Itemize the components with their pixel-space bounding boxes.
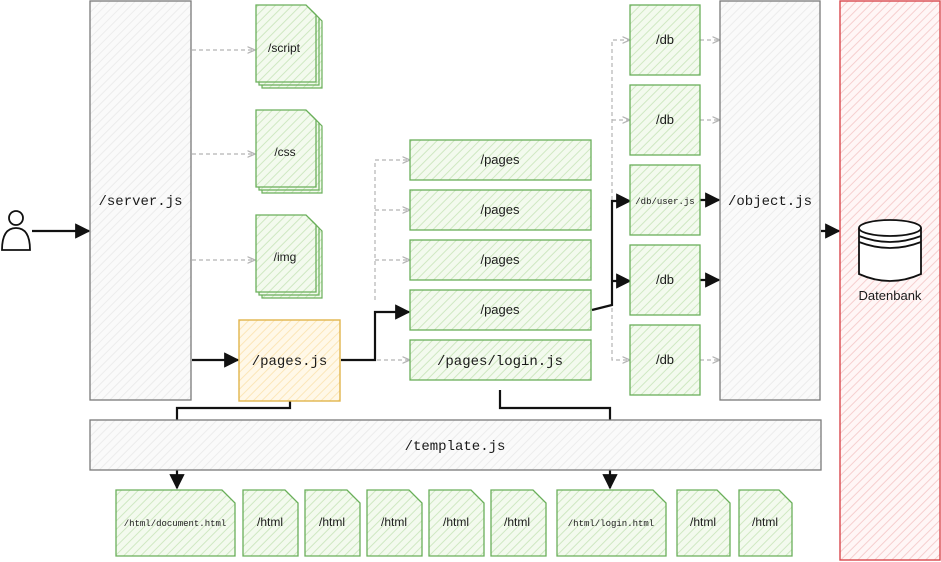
file-img: /img bbox=[255, 214, 323, 299]
file-css-label: /css bbox=[274, 145, 295, 159]
arrow-page4-dbuser bbox=[591, 193, 632, 312]
html-doc-4: /html bbox=[366, 489, 423, 557]
pages-js-block: /pages.js bbox=[238, 319, 341, 402]
object-block: /object.js bbox=[719, 0, 821, 401]
page-box-4: /pages bbox=[409, 289, 592, 331]
database-icon bbox=[858, 219, 922, 282]
html-doc-8: /html bbox=[676, 489, 731, 557]
file-script-label: /script bbox=[268, 41, 301, 55]
arrow-page-db5 bbox=[611, 280, 630, 360]
db-label-5: /db bbox=[656, 352, 674, 367]
html-doc-9: /html bbox=[738, 489, 793, 557]
page-box-2: /pages bbox=[409, 189, 592, 231]
arrow-pagesjs-page1 bbox=[374, 160, 410, 300]
light-connectors bbox=[192, 40, 720, 360]
file-css: /css bbox=[255, 109, 323, 194]
db-label-2: /db bbox=[656, 112, 674, 127]
page-box-1: /pages bbox=[409, 139, 592, 181]
db-label-user: /db/user.js bbox=[635, 197, 694, 207]
pages-js-label: /pages.js bbox=[252, 354, 328, 370]
page-label-login: /pages/login.js bbox=[437, 354, 563, 370]
html-label-6: /html bbox=[504, 515, 530, 529]
db-label-1: /db bbox=[656, 32, 674, 47]
page-label-2: /pages bbox=[480, 202, 520, 217]
arrow-pagesjs-login bbox=[374, 320, 410, 360]
db-box-5: /db bbox=[629, 324, 701, 396]
arrow-pagesjs-page4 bbox=[341, 304, 411, 362]
server-label: /server.js bbox=[98, 194, 182, 210]
database-label: Datenbank bbox=[859, 288, 922, 303]
page-box-3: /pages bbox=[409, 239, 592, 281]
object-label: /object.js bbox=[728, 194, 812, 210]
server-block: /server.js bbox=[89, 0, 192, 401]
html-label-document: /html/document.html bbox=[124, 519, 227, 529]
html-doc-5: /html bbox=[428, 489, 485, 557]
html-label-8: /html bbox=[690, 515, 716, 529]
page-label-4: /pages bbox=[480, 302, 520, 317]
file-script: /script bbox=[255, 4, 323, 89]
db-box-user: /db/user.js bbox=[629, 164, 701, 236]
html-label-3: /html bbox=[319, 515, 345, 529]
user-icon bbox=[1, 210, 31, 251]
template-block: /template.js bbox=[89, 419, 822, 471]
database-block: Datenbank bbox=[839, 0, 941, 561]
html-label-2: /html bbox=[257, 515, 283, 529]
html-doc-2: /html bbox=[242, 489, 299, 557]
html-label-5: /html bbox=[443, 515, 469, 529]
page-label-1: /pages bbox=[480, 152, 520, 167]
html-doc-3: /html bbox=[304, 489, 361, 557]
html-label-login: /html/login.html bbox=[568, 519, 654, 529]
html-label-9: /html bbox=[752, 515, 778, 529]
template-label: /template.js bbox=[405, 439, 506, 455]
db-box-2: /db bbox=[629, 84, 701, 156]
page-label-3: /pages bbox=[480, 252, 520, 267]
db-box-1: /db bbox=[629, 4, 701, 76]
db-label-4: /db bbox=[656, 272, 674, 287]
html-doc-login: /html/login.html bbox=[556, 489, 667, 557]
html-label-4: /html bbox=[381, 515, 407, 529]
html-doc-document: /html/document.html bbox=[115, 489, 236, 557]
db-box-4: /db bbox=[629, 244, 701, 316]
arrow-page-db1 bbox=[611, 40, 630, 200]
file-img-label: /img bbox=[274, 250, 297, 264]
page-box-login: /pages/login.js bbox=[409, 339, 592, 381]
html-doc-6: /html bbox=[490, 489, 547, 557]
